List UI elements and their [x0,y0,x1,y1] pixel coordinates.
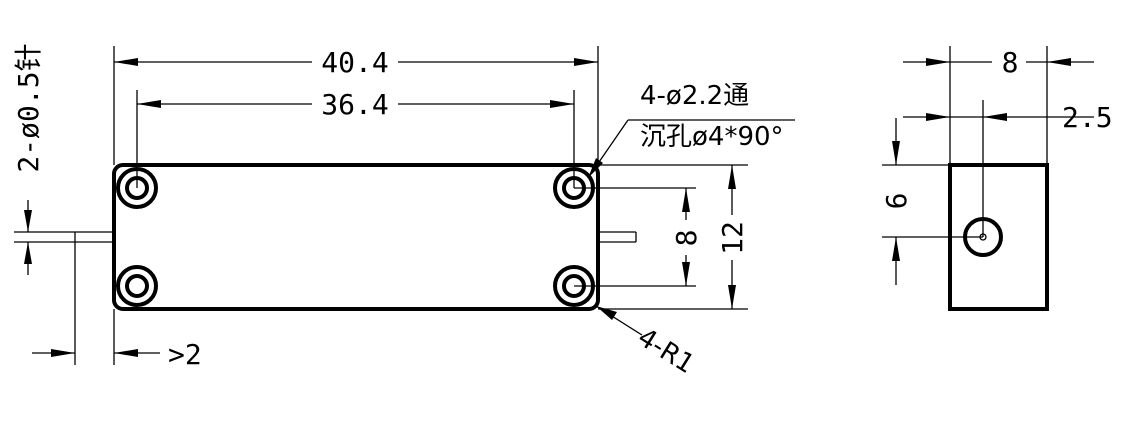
mounting-hole-bottom-left [116,265,158,307]
pin-diameter-label: 2-ø0.5针 [12,43,45,172]
side-offset-label: 2.5 [1062,101,1113,134]
dimension-pin-length: >2 [32,242,202,371]
dimension-side-offset: 2.5 [903,100,1113,237]
leader-hole-spec: 4-ø2.2通 沉孔ø4*90° [587,81,795,179]
dimension-side-height: 6 [880,118,983,285]
dimension-vertical-hole-spacing: 8 [574,187,703,287]
front-view: 40.4 36.4 8 [12,43,795,380]
pin-length-label: >2 [168,338,202,371]
vertical-hole-spacing-label: 8 [670,230,703,247]
leader-corner-radius: 4-R1 [595,305,700,380]
right-pin [598,231,637,243]
corner-radius-label: 4-R1 [632,322,699,380]
side-width-label: 8 [1002,46,1019,79]
body-height-label: 12 [716,221,749,255]
hole-spec-line-2: 沉孔ø4*90° [640,122,784,152]
dimension-side-width: 8 [903,46,1094,165]
dimension-pin-diameter: 2-ø0.5针 [12,43,75,275]
dimension-overall-length: 40.4 [113,46,599,165]
left-pin [74,231,114,243]
side-height-label: 6 [880,193,913,210]
dimension-body-height: 12 [598,164,749,310]
body-outline [112,163,600,311]
hole-spacing-label: 36.4 [321,88,388,121]
hole-spec-line-1: 4-ø2.2通 [640,81,749,111]
side-view: 8 2.5 6 [880,46,1113,311]
dimension-hole-spacing: 36.4 [136,88,575,188]
overall-length-label: 40.4 [321,46,388,79]
